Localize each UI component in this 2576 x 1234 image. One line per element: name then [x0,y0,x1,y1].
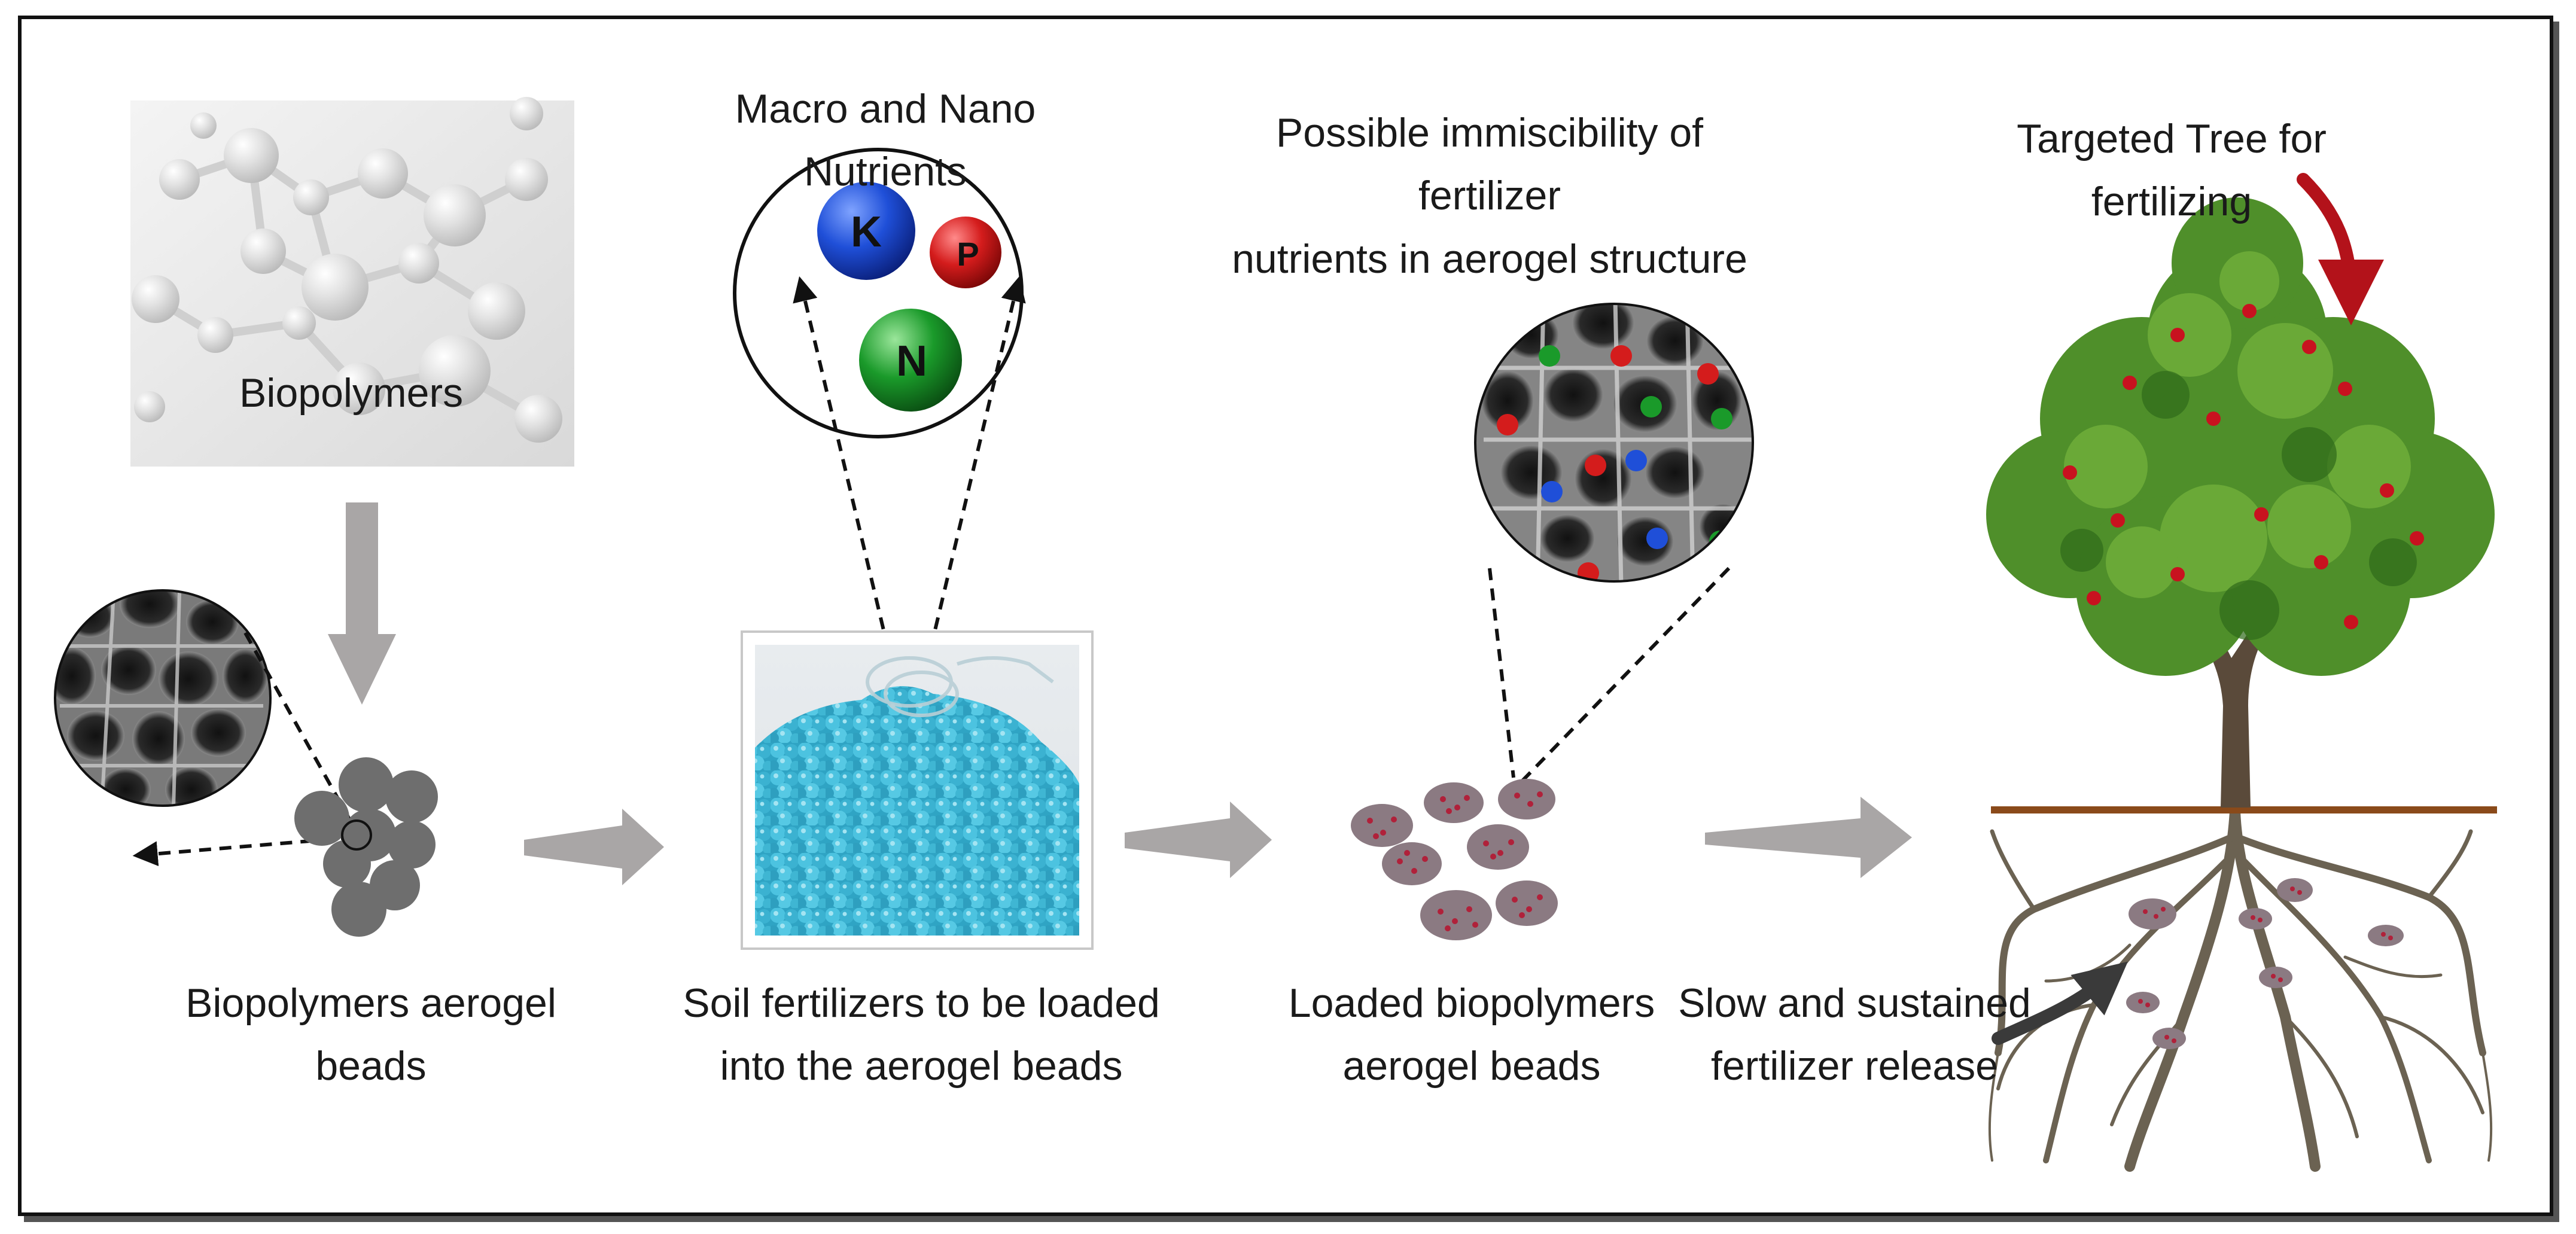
right-arrow-3 [1705,797,1912,878]
nutrient-k-label: K [851,208,882,256]
zoom-line [919,276,1026,688]
nutrient-k-icon: K [817,182,915,280]
zoom-line [243,632,355,827]
loaded-porous-structure-icon [1474,303,1754,583]
down-arrow [328,502,396,705]
loaded-beads [1351,779,1558,940]
nutrient-p-label: P [957,235,979,273]
release-arrow [1992,961,2129,1045]
red-pointer-arrow [2297,173,2384,325]
zoom-line [1521,566,1731,782]
aerogel-bead-cluster [294,757,438,937]
porous-structure-icon [54,589,272,807]
right-arrow-2 [1125,802,1272,878]
immiscibility-label: Possible immiscibility of fertilizer nut… [1232,110,1747,282]
zoom-line [793,276,899,688]
right-arrow-1 [524,809,664,885]
biopolymers-label: Biopolymers [239,370,464,416]
ground-line [1991,806,2497,813]
targeted-tree-label: Targeted Tree for fertilizing [2017,116,2327,225]
macro-nano-nutrients-label: Macro and Nano Nutrients [735,86,1036,195]
biopolymers-molecule-image [130,97,574,467]
tree-image [1986,197,2497,1172]
soil-fertilizers-label: Soil fertilizers to be loaded into the a… [683,980,1160,1089]
slow-release-label: Slow and sustained fertilizer release [1678,980,2031,1089]
fertilizer-granules-image [741,630,1094,950]
loaded-beads-label: Loaded biopolymers aerogel beads [1288,980,1655,1089]
nutrient-n-label: N [896,337,927,385]
aerogel-beads-label: Biopolymers aerogel beads [185,980,556,1089]
nutrient-p-icon: P [930,217,1001,288]
nutrient-n-icon: N [859,309,962,412]
zoom-line [1488,568,1515,778]
zoom-line [132,836,354,867]
